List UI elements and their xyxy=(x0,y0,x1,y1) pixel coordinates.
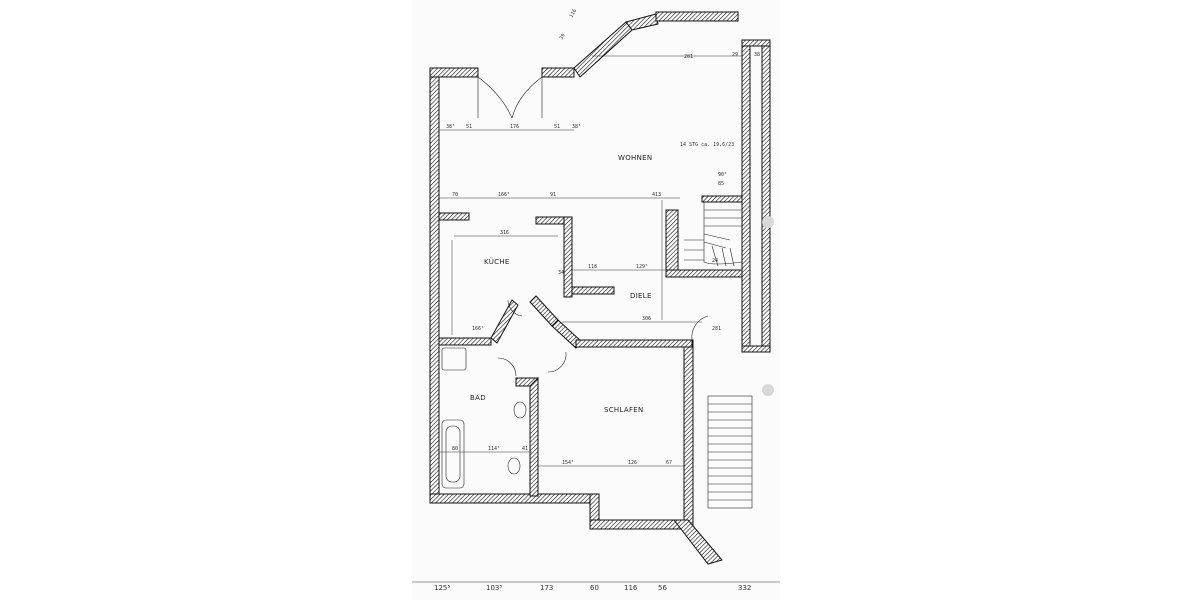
room-label-schlafen: SCHLAFEN xyxy=(604,406,644,414)
dim-top-29: 29 xyxy=(732,52,738,58)
bathtub-inner xyxy=(445,425,461,483)
dim-41: 41 xyxy=(522,446,528,452)
wall-top-right xyxy=(655,11,739,22)
dim-166: 166⁵ xyxy=(498,192,510,198)
wall-stair-top xyxy=(701,195,743,203)
doors xyxy=(477,76,709,377)
staircase: 24 xyxy=(684,202,743,267)
wall-right-cap xyxy=(741,39,771,47)
door-terrace-right xyxy=(511,76,543,119)
wall-schlafen-top xyxy=(575,339,693,348)
bottom-dimensions: 125⁵ 103⁵ 173 60 116 56 332 xyxy=(434,584,751,592)
dim-top-116: 116 xyxy=(569,8,579,19)
wall-bath-right xyxy=(529,377,539,497)
dim-70: 70 xyxy=(452,192,458,198)
dim-118: 118 xyxy=(588,264,597,270)
dim-window-3: 51 xyxy=(554,124,560,130)
wall-left xyxy=(429,69,440,503)
wall-right-outer xyxy=(761,39,771,353)
floor-plan-drawing: 24 xyxy=(412,8,780,592)
punch-hole-lower xyxy=(762,384,774,396)
wall-bath-corner xyxy=(515,377,540,387)
wall-kitchen-top-left xyxy=(438,212,470,221)
window-dimensions: 38⁵ 51 176 51 38⁵ xyxy=(446,124,581,130)
floor-plan-sheet: 24 xyxy=(412,0,780,600)
middle-dimensions: 70 166⁵ 91 413 90⁵ 85 316 118 129⁵ 34 30… xyxy=(452,172,727,332)
dim-bottom-5: 56 xyxy=(658,584,667,592)
room-label-kueche: KÜCHE xyxy=(484,257,510,266)
wall-diele-stub xyxy=(571,286,615,295)
wall-hall-diag-2 xyxy=(529,295,559,327)
door-schlafen-swing xyxy=(547,351,567,373)
dim-bottom-6: 332 xyxy=(738,584,751,592)
dim-bottom-3: 60 xyxy=(590,584,599,592)
bath-dimensions: 80 114⁵ 41 154⁵ 126 67 xyxy=(452,446,672,466)
stair-outline xyxy=(703,202,743,265)
dim-bottom-0: 125⁵ xyxy=(434,584,450,592)
wall-kitchen-right xyxy=(563,216,573,298)
toilet xyxy=(507,457,521,475)
bath-fixtures xyxy=(441,347,527,489)
punch-hole-upper xyxy=(762,216,774,228)
dim-bottom-2: 173 xyxy=(540,584,553,592)
dim-91: 91 xyxy=(550,192,556,198)
washbasin xyxy=(513,401,527,419)
top-dimensions: 116 39 281 29 38 xyxy=(559,8,760,60)
wall-bath-top xyxy=(438,337,492,346)
wall-bay-diagonal xyxy=(573,21,633,78)
door-entrance-swing xyxy=(691,315,709,341)
dim-top-39: 39 xyxy=(559,33,567,41)
dim-window-4: 38⁵ xyxy=(572,124,581,130)
dim-top-38: 38 xyxy=(754,52,760,58)
dim-bottom-4: 116 xyxy=(624,584,638,592)
exterior-steps xyxy=(707,395,753,509)
wall-bottom-left xyxy=(429,493,599,504)
wall-bottom-mid xyxy=(589,519,689,530)
wall-stair-left xyxy=(665,209,679,277)
wall-bay-upper xyxy=(625,13,659,31)
wall-bottom-diagonal xyxy=(672,519,723,565)
wall-hall-diag-3 xyxy=(551,319,583,349)
dim-129: 129⁵ xyxy=(636,264,648,270)
room-labels: WOHNEN KÜCHE DIELE BAD SCHLAFEN xyxy=(470,154,652,414)
interior-walls xyxy=(438,195,743,497)
dim-281b: 281 xyxy=(712,326,721,332)
dim-window-0: 38⁵ xyxy=(446,124,455,130)
wall-top-left xyxy=(429,67,479,78)
wall-hall-diag-1 xyxy=(490,299,519,344)
dim-126: 126 xyxy=(628,460,637,466)
room-label-wohnen: WOHNEN xyxy=(618,154,652,162)
dim-window-2: 176 xyxy=(510,124,519,130)
door-kueche-swing xyxy=(507,299,523,317)
door-terrace-left xyxy=(477,76,513,119)
wall-right-base xyxy=(741,345,771,353)
stair-note: 14 STG ca. 19,6/23 xyxy=(680,142,734,148)
door-bad-swing xyxy=(497,357,517,377)
dim-bottom-1: 103⁵ xyxy=(486,584,502,592)
dim-34: 34 xyxy=(558,270,564,276)
dim-90: 90⁵ xyxy=(718,172,727,178)
dim-306: 306 xyxy=(642,316,651,322)
room-label-diele: DIELE xyxy=(630,292,652,300)
wall-right xyxy=(741,39,751,353)
dim-window-1: 51 xyxy=(466,124,472,130)
dim-166b: 166⁵ xyxy=(472,326,484,332)
stair-treads xyxy=(684,209,742,267)
room-label-bad: BAD xyxy=(470,394,486,402)
wall-stair-bottom xyxy=(665,269,743,278)
dim-top-281: 281 xyxy=(684,54,693,60)
dimension-lines xyxy=(412,55,780,583)
dim-413: 413 xyxy=(652,192,661,198)
shower-tray xyxy=(441,347,467,371)
bathtub xyxy=(441,419,465,489)
dim-80: 80 xyxy=(452,446,458,452)
dim-114: 114⁵ xyxy=(488,446,500,452)
wall-schlafen-right xyxy=(683,339,694,531)
wall-top-mid xyxy=(541,67,575,78)
dim-85: 85 xyxy=(718,181,724,187)
dim-316: 316 xyxy=(500,230,509,236)
stair-dim-24: 24 xyxy=(712,258,718,264)
dim-154: 154⁵ xyxy=(562,460,574,466)
dim-67: 67 xyxy=(666,460,672,466)
